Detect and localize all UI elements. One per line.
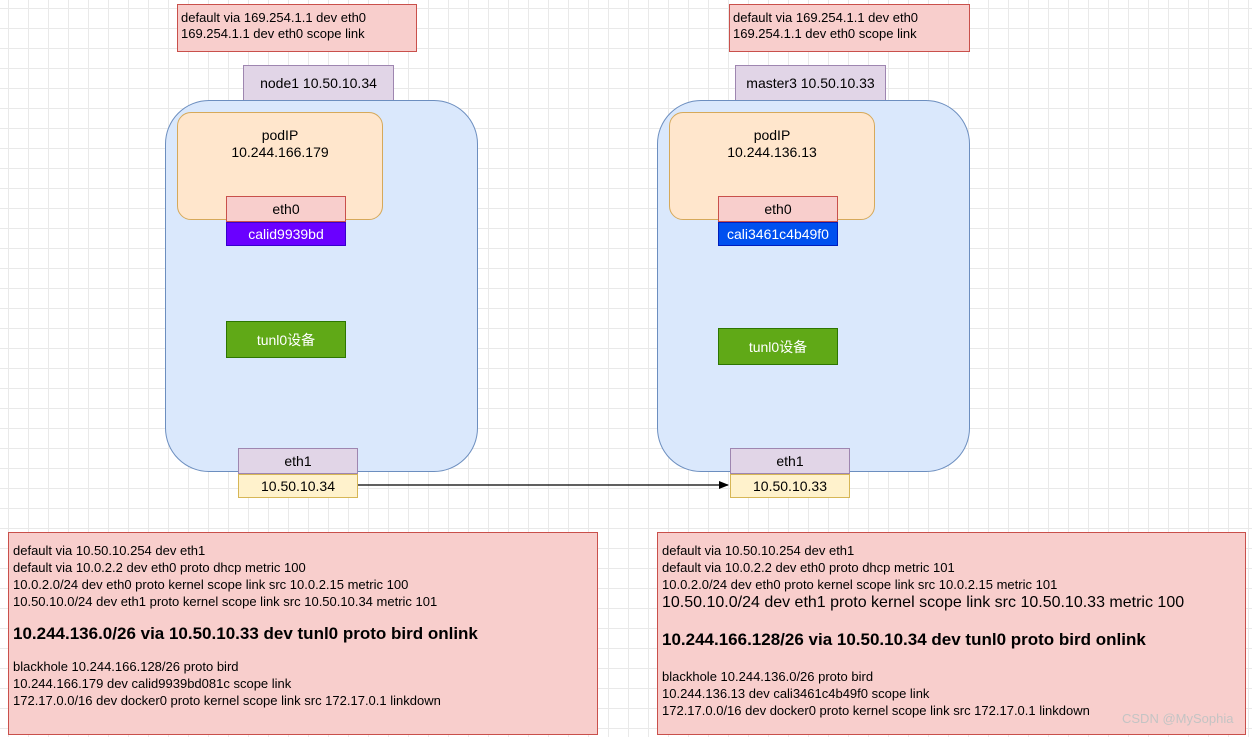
route-line: 10.0.2.0/24 dev eth0 proto kernel scope … (13, 577, 409, 592)
left-pod-title: podIP (261, 127, 299, 143)
right-eth1-box: eth1 (730, 448, 850, 474)
left-eth1-ip: 10.50.10.34 (238, 474, 358, 498)
left-top-route-box: default via 169.254.1.1 dev eth0 169.254… (177, 4, 417, 52)
left-node-label: node1 10.50.10.34 (243, 65, 394, 101)
right-route-table: default via 10.50.10.254 dev eth1 defaul… (657, 532, 1246, 735)
left-cali-interface: calid9939bd (226, 222, 346, 246)
right-pod-ip: 10.244.136.13 (727, 144, 817, 160)
route-line: blackhole 10.244.166.128/26 proto bird (13, 659, 239, 674)
route-line: 10.244.136.13 dev cali3461c4b49f0 scope … (662, 686, 930, 701)
route-line: 10.50.10.0/24 dev eth1 proto kernel scop… (13, 594, 438, 609)
route-line: default via 10.50.10.254 dev eth1 (662, 543, 855, 558)
route-line: 172.17.0.0/16 dev docker0 proto kernel s… (13, 693, 441, 708)
left-tunl0-device: tunl0设备 (226, 321, 346, 358)
right-tunl0-device: tunl0设备 (718, 328, 838, 365)
right-top-route-line: 169.254.1.1 dev eth0 scope link (733, 26, 917, 41)
left-top-route-line: 169.254.1.1 dev eth0 scope link (181, 26, 365, 41)
right-top-route-line: default via 169.254.1.1 dev eth0 (733, 10, 919, 25)
right-eth0-box: eth0 (718, 196, 838, 222)
right-eth1-ip: 10.50.10.33 (730, 474, 850, 498)
route-line: default via 10.0.2.2 dev eth0 proto dhcp… (662, 560, 955, 575)
route-line: 10.50.10.0/24 dev eth1 proto kernel scop… (662, 594, 1185, 611)
route-line-highlight: 10.244.136.0/26 via 10.50.10.33 dev tunl… (13, 624, 478, 643)
left-eth0-box: eth0 (226, 196, 346, 222)
route-line: 10.0.2.0/24 dev eth0 proto kernel scope … (662, 577, 1058, 592)
right-pod-title: podIP (753, 127, 791, 143)
route-line: blackhole 10.244.136.0/26 proto bird (662, 669, 874, 684)
route-line: default via 10.50.10.254 dev eth1 (13, 543, 206, 558)
left-route-table: default via 10.50.10.254 dev eth1 defaul… (8, 532, 598, 735)
watermark: CSDN @MySophia (1122, 711, 1234, 726)
route-line: 172.17.0.0/16 dev docker0 proto kernel s… (662, 703, 1090, 718)
right-cali-interface: cali3461c4b49f0 (718, 222, 838, 246)
right-top-route-box: default via 169.254.1.1 dev eth0 169.254… (729, 4, 970, 52)
left-eth1-box: eth1 (238, 448, 358, 474)
route-line: default via 10.0.2.2 dev eth0 proto dhcp… (13, 560, 306, 575)
route-line-highlight: 10.244.166.128/26 via 10.50.10.34 dev tu… (662, 630, 1146, 649)
route-line: 10.244.166.179 dev calid9939bd081c scope… (13, 676, 292, 691)
left-top-route-line: default via 169.254.1.1 dev eth0 (181, 10, 367, 25)
left-pod-ip: 10.244.166.179 (231, 144, 329, 160)
right-node-label: master3 10.50.10.33 (735, 65, 886, 101)
